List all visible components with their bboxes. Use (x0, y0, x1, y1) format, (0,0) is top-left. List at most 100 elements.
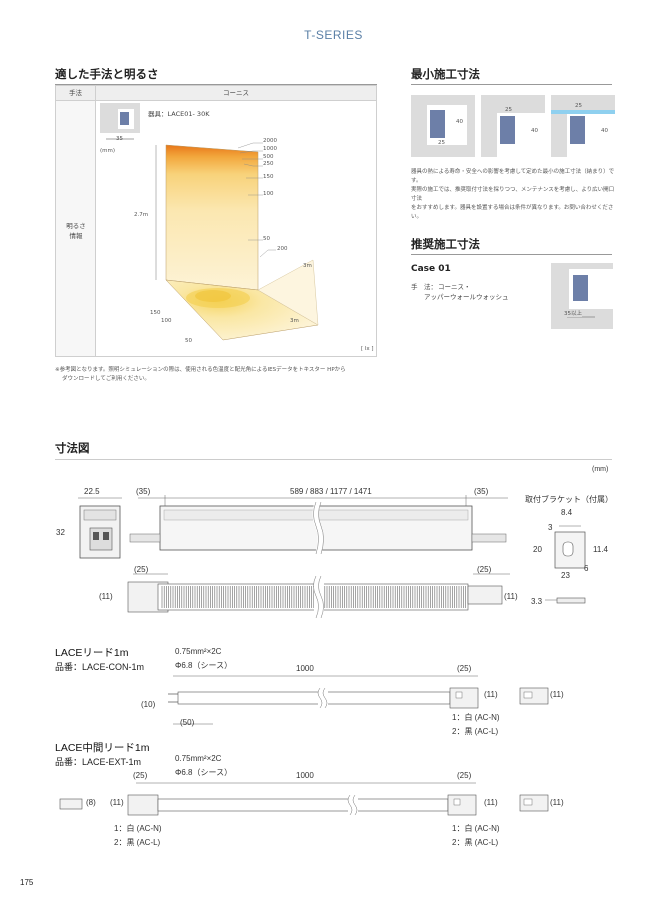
lead1-strip: (50) (180, 718, 195, 727)
bracket-w-top: 8.4 (561, 508, 573, 517)
inset-unit: (mm) (100, 148, 116, 154)
floor-level-50: 50 (185, 338, 192, 344)
side-lengths: 589 / 883 / 1177 / 1471 (290, 487, 372, 496)
bottom-left-h: (11) (99, 592, 113, 601)
lead2-left-gap: (25) (133, 771, 148, 780)
row-label-cell: 明るさ 情報 (56, 101, 96, 356)
lead1-left-h: (10) (141, 700, 156, 709)
lead2-wire1-left: 1：白 (AC-N) (114, 824, 162, 833)
min-dim-diagrams (411, 95, 615, 157)
lead1-length: 1000 (296, 664, 314, 673)
lead2-wire2-right: 2：黒 (AC-L) (452, 838, 499, 847)
floor-dim-width: 3m (290, 318, 299, 324)
row-label-line2: 情報 (69, 232, 83, 240)
min-desc-line1: 器具の熱による寿命・安全への影響を考慮して定めた最小の施工寸法（納まり）です。 (411, 169, 615, 184)
lead1-part: 品番：LACE-CON-1m (55, 662, 145, 672)
lead1-right-h: (11) (484, 690, 498, 699)
wall-level-250: 250 (263, 161, 274, 167)
dim-section-title: 寸法図 (55, 441, 90, 455)
lux-unit: [ lx ] (361, 346, 374, 352)
illuminance-diagram (155, 142, 319, 341)
min-box3-w: 25 (575, 103, 582, 109)
cornice-col-header: コーニス (96, 86, 376, 101)
lead1-spec1: 0.75mm²×2C (175, 647, 222, 656)
wall-level-100: 100 (263, 191, 274, 197)
rec-method-line1: コーニス・ (438, 283, 471, 291)
lead2-wire1-right: 1：白 (AC-N) (452, 824, 500, 833)
method-note-line2: ダウンロードしてご利用ください。 (62, 376, 150, 382)
bracket-d: 6 (584, 564, 589, 573)
wall-level-500: 500 (263, 154, 274, 160)
wall-level-1000: 1000 (263, 146, 277, 152)
side-left-gap: (35) (136, 487, 151, 496)
end-height: 32 (56, 528, 65, 537)
rec-case-label: Case 01 (411, 264, 451, 274)
lead2-right-h: (11) (484, 798, 498, 807)
lead1-end-connector (519, 687, 549, 705)
bracket-h-right: 11.4 (593, 545, 608, 554)
rec-section-title: 推奨施工寸法 (411, 237, 480, 251)
dim-unit: (mm) (592, 466, 609, 473)
lead2-part: 品番：LACE-EXT-1m (55, 757, 142, 767)
method-note-line1: ※参考図となります。照明シミュレーションの際は、使用される色温度と配光角によるI… (55, 367, 346, 373)
bracket-drawing (545, 525, 586, 604)
lead1-drawing (168, 675, 479, 725)
bottom-left-gap: (25) (134, 565, 149, 574)
lead2-spec2: Φ6.8（シース） (175, 768, 233, 777)
wall-level-200: 200 (277, 246, 288, 252)
floor-level-100: 100 (161, 318, 172, 324)
method-section-title: 適した手法と明るさ (55, 67, 159, 81)
lead2-drawing (59, 782, 477, 816)
lead1-wire2: 2：黒 (AC-L) (452, 727, 499, 736)
inset-dim: 35 (116, 136, 123, 142)
bracket-h: 20 (533, 545, 542, 554)
rec-section-rule (411, 254, 612, 255)
fixture-bottom-view (127, 573, 510, 619)
lead2-title: LACE中間リード1m (55, 742, 150, 754)
bracket-w-mid: 3 (548, 523, 553, 532)
method-section-rule (55, 84, 377, 85)
lead2-length: 1000 (296, 771, 314, 780)
lead1-title: LACEリード1m (55, 647, 129, 659)
lead1-right-gap: (25) (457, 664, 472, 673)
fixture-label: 器具：LACE01- 30K (148, 110, 210, 118)
min-desc-line2: 実際の施工では、推奨取付寸法を採りつつ、メンテナンスを考慮し、より広い開口寸法 (411, 187, 615, 202)
min-box2-w: 25 (505, 107, 512, 113)
floor-dim-depth: 3m (303, 263, 312, 269)
lead2-end-h: (11) (550, 798, 564, 807)
method-note: ※参考図となります。照明シミュレーションの際は、使用される色温度と配光角によるI… (55, 366, 385, 384)
dim-section-rule (55, 459, 612, 460)
lead2-wire2-left: 2：黒 (AC-L) (114, 838, 161, 847)
floor-level-150: 150 (150, 310, 161, 316)
wall-level-150: 150 (263, 174, 274, 180)
rec-dim: 35以上 (564, 309, 582, 317)
fixture-end-view (78, 497, 122, 559)
bottom-right-gap: (25) (477, 565, 492, 574)
rec-method-line2: アッパーウォールウォッシュ (424, 293, 509, 301)
bracket-title: 取付ブラケット（付属） (525, 495, 613, 504)
lead2-end-connector (519, 794, 549, 812)
min-section-rule (411, 84, 612, 85)
side-right-gap: (35) (474, 487, 489, 496)
lead1-spec2: Φ6.8（シース） (175, 661, 233, 670)
lead2-left-h: (11) (110, 798, 124, 807)
page-number: 175 (20, 878, 34, 887)
min-box3-h: 40 (601, 128, 608, 134)
wall-level-50: 50 (263, 236, 270, 242)
min-desc-line3: をおすすめします。器具を設置する場合は条件が異なります。お問い合わせください。 (411, 205, 614, 220)
cornice-inset-icon (100, 103, 140, 140)
bottom-right-h: (11) (504, 592, 518, 601)
row-label-line1: 明るさ (66, 222, 86, 230)
fixture-side-view (129, 495, 508, 555)
min-box2-h: 40 (531, 128, 538, 134)
method-col-header: 手法 (56, 86, 96, 101)
min-description: 器具の熱による寿命・安全への影響を考慮して定めた最小の施工寸法（納まり）です。 … (411, 168, 616, 222)
bracket-t: 3.3 (531, 597, 543, 606)
lead2-right-gap: (25) (457, 771, 472, 780)
wall-level-2000: 2000 (263, 138, 277, 144)
room-height: 2.7m (134, 212, 149, 218)
lead2-spec1: 0.75mm²×2C (175, 754, 222, 763)
lead2-left-end-h: (8) (86, 798, 96, 807)
min-box1-h: 40 (456, 119, 463, 125)
min-section-title: 最小施工寸法 (411, 67, 480, 81)
